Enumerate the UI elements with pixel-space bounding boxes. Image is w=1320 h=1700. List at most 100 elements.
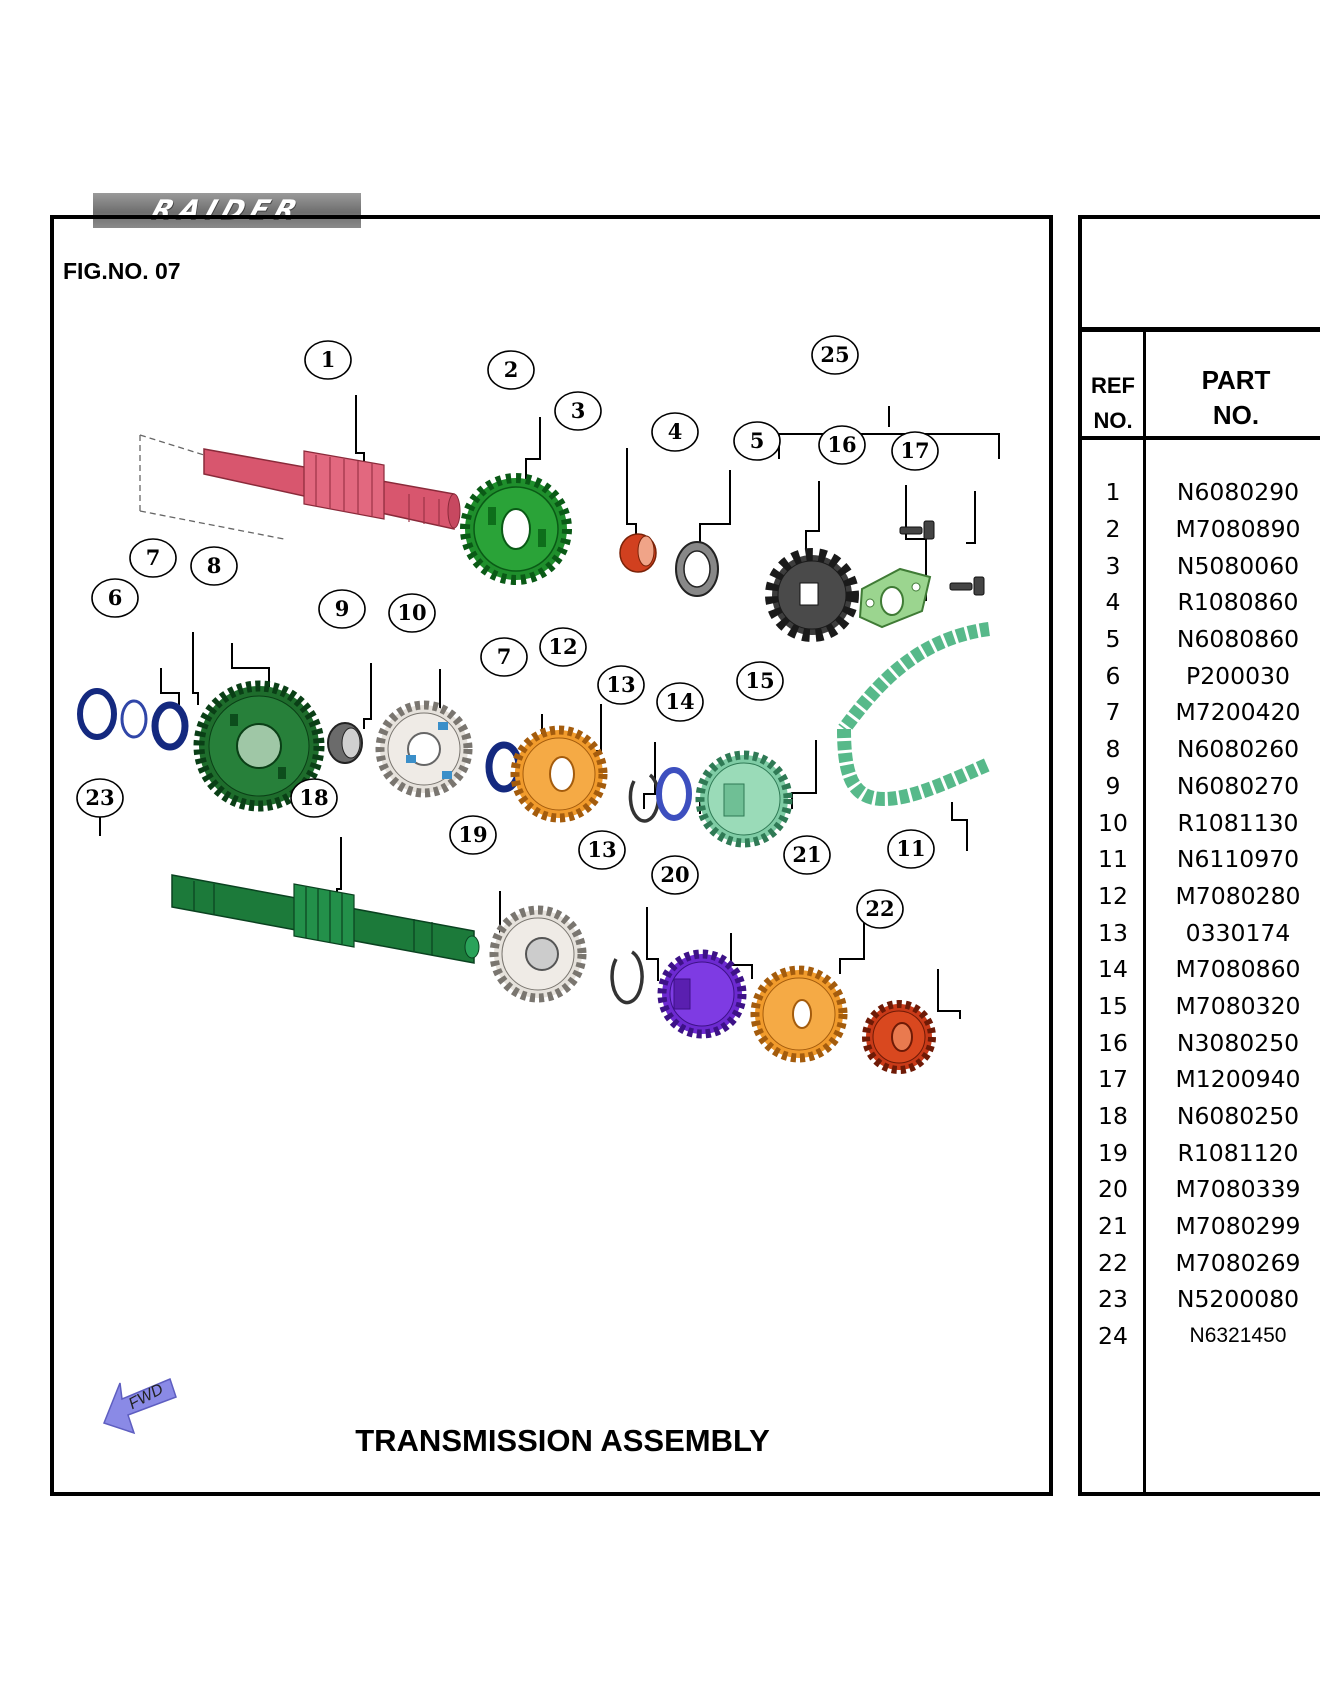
callout-label: 12 — [548, 634, 577, 659]
part-no-cell: M1200940 — [1175, 1065, 1301, 1094]
callout-label: 23 — [85, 785, 114, 810]
part-no-cell: R1080860 — [1177, 588, 1299, 617]
ref-no-cell: 10 — [1098, 808, 1128, 837]
table-divider-header — [1082, 436, 1320, 440]
callout-bubble: 23 — [76, 778, 124, 818]
callout-label: 18 — [299, 785, 328, 810]
raider-logo: RAIDER — [93, 193, 361, 228]
callout-label: 13 — [606, 672, 635, 697]
callout-label: 16 — [827, 432, 856, 457]
callout-bubble: 3 — [554, 391, 602, 431]
gear-21 — [750, 965, 848, 1063]
ref-no-cell: 17 — [1098, 1065, 1128, 1094]
callout-bubble: 12 — [539, 627, 587, 667]
callout-bubble: 11 — [887, 829, 935, 869]
table-row: 8 N6080260 — [1082, 731, 1320, 768]
callout-label: 20 — [660, 862, 689, 887]
part-no-cell: N6080860 — [1176, 625, 1300, 654]
gear-22 — [862, 1000, 936, 1074]
table-row: 4 R1080860 — [1082, 584, 1320, 621]
part-no-cell: M7080339 — [1175, 1175, 1301, 1204]
part-no-cell: M7080299 — [1175, 1212, 1301, 1241]
table-row: 20 M7080339 — [1082, 1171, 1320, 1208]
part-no-cell: N5080060 — [1176, 551, 1300, 580]
ref-header-line1: REF — [1091, 373, 1135, 398]
part-no-cell: N6080260 — [1176, 735, 1300, 764]
callout-bubble: 1 — [304, 340, 352, 380]
ref-no-cell: 24 — [1098, 1322, 1128, 1351]
part-no-cell: N5200080 — [1176, 1285, 1300, 1314]
ref-no-cell: 22 — [1098, 1248, 1128, 1277]
washer-14 — [656, 767, 692, 821]
callout-label: 5 — [750, 428, 765, 453]
part-no-header: PART NO. — [1146, 363, 1320, 433]
callout-bubble: 16 — [818, 425, 866, 465]
ref-no-cell: 12 — [1098, 881, 1128, 910]
figure-number: FIG.NO. 07 — [63, 258, 181, 284]
callout-label: 15 — [745, 668, 774, 693]
ref-no-cell: 18 — [1098, 1102, 1128, 1131]
part-no-cell: M7080890 — [1175, 515, 1301, 544]
callout-label: 8 — [207, 553, 222, 578]
callout-bubble: 8 — [190, 546, 238, 586]
callout-bubble: 2 — [487, 350, 535, 390]
callout-bubble: 17 — [891, 431, 939, 471]
table-row: 12 M7080280 — [1082, 878, 1320, 915]
ref-no-cell: 5 — [1105, 625, 1121, 654]
callout-bubble: 10 — [388, 593, 436, 633]
part-no-cell: N6110970 — [1176, 845, 1300, 874]
main-shaft — [203, 448, 461, 530]
ref-no-cell: 7 — [1105, 698, 1121, 727]
washer-4 — [675, 541, 719, 597]
ref-no-cell: 4 — [1105, 588, 1121, 617]
bolts-17 — [899, 520, 985, 596]
table-row: 10 R1081130 — [1082, 804, 1320, 841]
callout-bubble: 6 — [91, 578, 139, 618]
gear-15 — [695, 750, 793, 848]
gear-2 — [460, 473, 572, 585]
part-no-cell: N3080250 — [1176, 1028, 1300, 1057]
assembly-title: TRANSMISSION ASSEMBLY — [355, 1423, 770, 1458]
callout-label: 19 — [458, 822, 487, 847]
ref-no-cell: 13 — [1098, 918, 1128, 947]
ref-no-cell: 1 — [1105, 478, 1121, 507]
ref-no-header: REF NO. — [1082, 368, 1144, 438]
washer-7-left — [151, 701, 189, 751]
ref-no-cell: 20 — [1098, 1175, 1128, 1204]
sprocket-5 — [765, 548, 859, 642]
part-no-cell: 0330174 — [1185, 918, 1291, 947]
callout-bubble: 9 — [318, 589, 366, 629]
ref-no-cell: 19 — [1098, 1138, 1128, 1167]
table-row: 13 0330174 — [1082, 914, 1320, 951]
part-no-cell: P200030 — [1186, 661, 1290, 690]
part-no-cell: M7080280 — [1175, 881, 1301, 910]
gear-20 — [657, 949, 747, 1039]
part-no-cell: R1081130 — [1177, 808, 1299, 837]
guide-lines — [139, 434, 285, 540]
table-row: 5 N6080860 — [1082, 621, 1320, 658]
table-row: 18 N6080250 — [1082, 1098, 1320, 1135]
ref-header-line2: NO. — [1093, 408, 1133, 433]
part-header-line1: PART — [1201, 365, 1271, 395]
callout-label: 25 — [820, 342, 849, 367]
callout-label: 21 — [792, 842, 821, 867]
callout-label: 7 — [497, 644, 512, 669]
lock-plate-16 — [858, 567, 932, 629]
ref-no-cell: 8 — [1105, 735, 1121, 764]
callout-bubble: 20 — [651, 855, 699, 895]
part-no-cell: N6080250 — [1176, 1102, 1300, 1131]
ref-no-cell: 9 — [1105, 771, 1121, 800]
callout-label: 14 — [665, 689, 694, 714]
chain-11 — [837, 622, 992, 807]
ref-no-cell: 6 — [1105, 661, 1121, 690]
figure-frame — [50, 215, 1053, 1496]
gear-19 — [489, 905, 587, 1003]
